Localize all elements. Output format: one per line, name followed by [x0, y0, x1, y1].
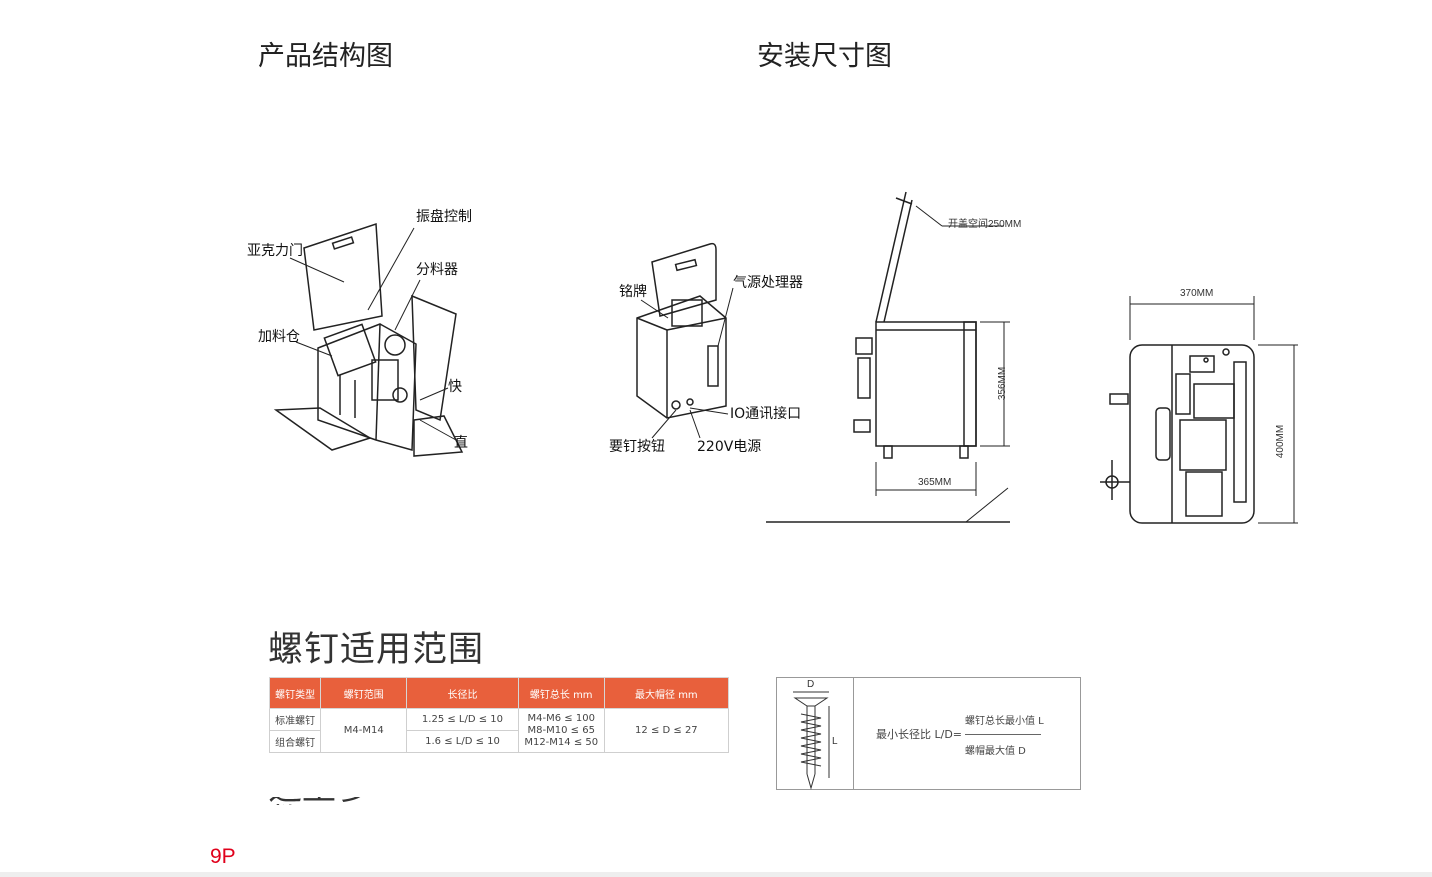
- next-section-title-cut: 选型参数: [268, 797, 388, 805]
- screw-range-title: 螺钉适用范围: [268, 630, 485, 670]
- label-distributor: 分料器: [416, 262, 458, 278]
- ld-formula-numerator: 螺钉总长最小值 L: [965, 716, 1044, 727]
- ld-separator: [853, 678, 854, 789]
- th-head: 最大帽径 mm: [603, 677, 730, 709]
- cell-type-combo: 组合螺钉: [268, 730, 322, 753]
- label-vibration-control: 振盘控制: [416, 209, 472, 225]
- label-quick: 快: [448, 379, 462, 395]
- label-air-source: 气源处理器: [733, 275, 803, 291]
- length-line-3: M12-M14 ≤ 50: [524, 736, 599, 748]
- length-line-2: M8-M10 ≤ 65: [527, 724, 595, 736]
- th-range: 螺钉范围: [320, 677, 408, 709]
- dim-lid-space: 开盖空间250MM: [948, 219, 1022, 230]
- label-acrylic-door: 亚克力门: [247, 243, 303, 259]
- length-line-1: M4-M6 ≤ 100: [527, 712, 595, 724]
- ld-l-label: L: [832, 736, 838, 747]
- table-row: 组合螺钉 1.6 ≤ L/D ≤ 10: [268, 730, 729, 753]
- dim-width: 370MM: [1180, 288, 1214, 299]
- cell-range: M4-M14: [320, 708, 408, 753]
- footer-bar: [0, 872, 1432, 877]
- th-ratio: 长径比: [406, 677, 519, 709]
- cell-length: M4-M6 ≤ 100 M8-M10 ≤ 65 M12-M14 ≤ 50: [517, 708, 605, 753]
- label-straight: 直: [454, 435, 468, 451]
- next-section-title-text: 选型参数: [268, 797, 388, 805]
- ld-d-label: D: [807, 679, 815, 690]
- screw-icon: [793, 691, 830, 790]
- dim-depth: 365MM: [918, 477, 952, 488]
- table-row: 标准螺钉 M4-M14 1.25 ≤ L/D ≤ 10 M4-M6 ≤ 100 …: [268, 708, 730, 753]
- cell-ratio-standard: 1.25 ≤ L/D ≤ 10: [406, 708, 519, 731]
- cell-type-standard: 标准螺钉: [268, 708, 322, 731]
- ld-formula-box: D L 最小长径比 L/D= 螺钉总长最小值 L 螺帽最大值 D: [776, 677, 1081, 790]
- label-hopper: 加料仓: [258, 329, 300, 345]
- cell-ratio-combo: 1.6 ≤ L/D ≤ 10: [406, 730, 519, 753]
- ld-formula-denominator: 螺帽最大值 D: [965, 746, 1026, 757]
- ld-fraction-bar: [965, 734, 1041, 735]
- install-title: 安装尺寸图: [757, 41, 892, 72]
- cell-head: 12 ≤ D ≤ 27: [603, 708, 730, 753]
- label-power: 220V电源: [697, 439, 762, 455]
- label-nameplate: 铭牌: [619, 284, 647, 300]
- label-request-button: 要钉按钮: [609, 439, 665, 455]
- ld-formula-left: 最小长径比 L/D=: [876, 728, 963, 741]
- th-length: 螺钉总长 mm: [517, 677, 605, 709]
- dim-length: 400MM: [1275, 424, 1287, 459]
- th-type: 螺钉类型: [268, 677, 322, 709]
- page-number: 9P: [210, 845, 236, 868]
- label-io-port: IO通讯接口: [730, 406, 802, 422]
- structure-title: 产品结构图: [258, 41, 393, 72]
- screw-spec-table: 螺钉类型 螺钉范围 长径比 螺钉总长 mm 最大帽径 mm 标准螺钉 M4-M1…: [268, 677, 730, 753]
